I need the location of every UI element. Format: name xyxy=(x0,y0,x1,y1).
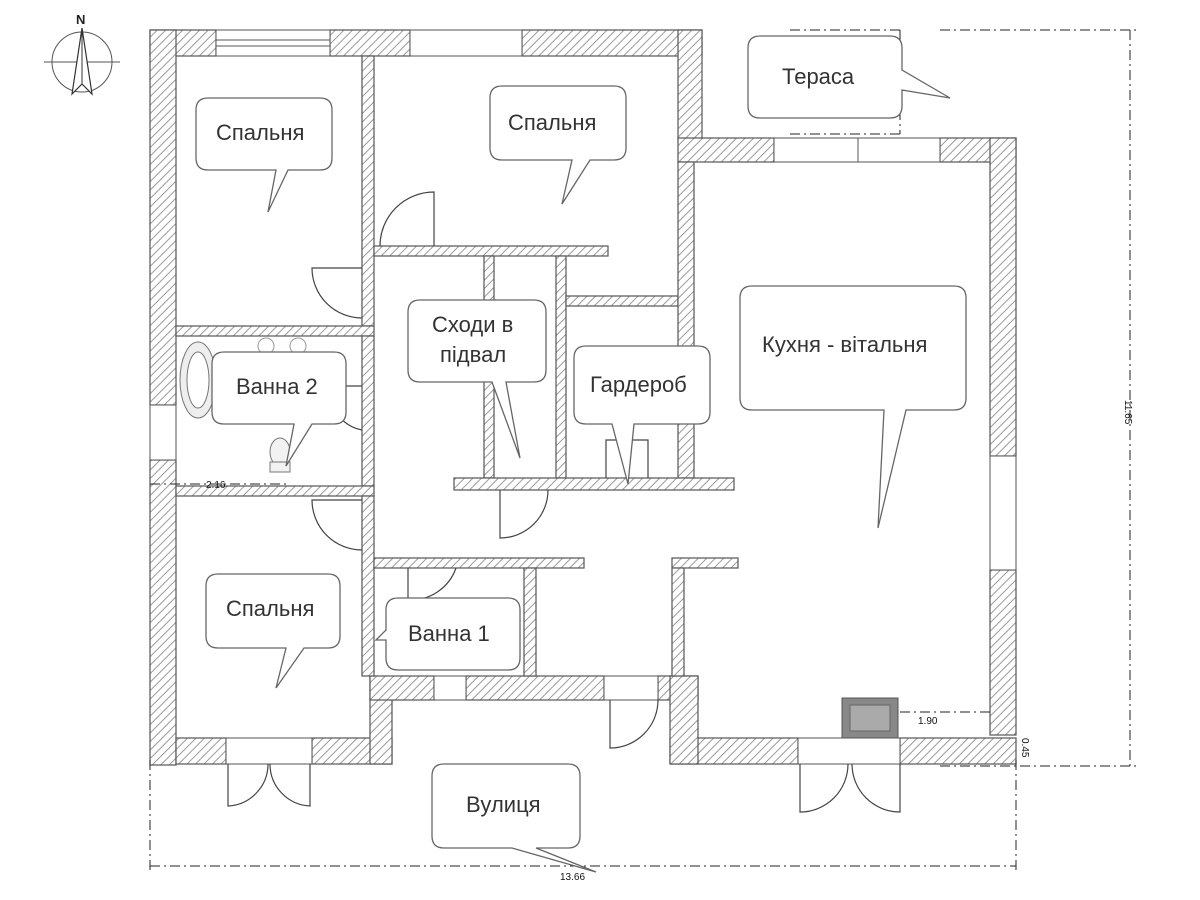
dimension-lines xyxy=(149,29,1140,870)
svg-text:N: N xyxy=(76,12,85,27)
callout-bedroom-top-left: Спальня xyxy=(195,97,333,213)
room-label-kitchen-living: Кухня - вітальня xyxy=(762,332,927,357)
dimension-bath2-width: 2.16 xyxy=(206,480,226,491)
dimension-step-offset: 0.45 xyxy=(1019,738,1030,758)
dimension-width-total: 13.66 xyxy=(560,872,585,883)
dimension-height-total: 11.65 xyxy=(1122,400,1133,425)
room-label-stairs-line2: підвал xyxy=(440,342,506,367)
callout-terrace: Тераса xyxy=(747,35,951,119)
room-label-bathroom-1: Ванна 1 xyxy=(408,621,490,646)
room-label-stairs-line1: Сходи в xyxy=(432,312,513,337)
room-label-terrace: Тераса xyxy=(782,64,855,89)
windows xyxy=(149,29,1017,765)
north-arrow-icon: N xyxy=(44,12,120,96)
bathtub-icon xyxy=(179,341,217,419)
kitchen-sink-basin xyxy=(849,704,891,732)
callout-stairs-basement: Сходи в підвал xyxy=(407,299,547,459)
room-label-bedroom-top-left: Спальня xyxy=(216,120,304,145)
callout-bathroom-2: Ванна 2 xyxy=(211,351,347,467)
exterior-walls xyxy=(149,29,1017,766)
callout-bedroom-bottom-left: Спальня xyxy=(205,573,341,689)
callout-bedroom-top-center: Спальня xyxy=(489,85,627,205)
room-label-bathroom-2: Ванна 2 xyxy=(236,374,318,399)
callout-kitchen-living: Кухня - вітальня xyxy=(739,285,967,529)
callout-bathroom-1: Ванна 1 xyxy=(374,597,521,671)
callout-wardrobe: Гардероб xyxy=(573,345,711,485)
room-label-wardrobe: Гардероб xyxy=(590,372,687,397)
dimension-kitchen-segment: 1.90 xyxy=(918,716,938,727)
room-label-street: Вулиця xyxy=(466,792,541,817)
toilet-icon xyxy=(269,437,291,473)
room-label-bedroom-top-center: Спальня xyxy=(508,110,596,135)
callout-street: Вулиця xyxy=(431,763,597,873)
room-label-bedroom-bottom-left: Спальня xyxy=(226,596,314,621)
